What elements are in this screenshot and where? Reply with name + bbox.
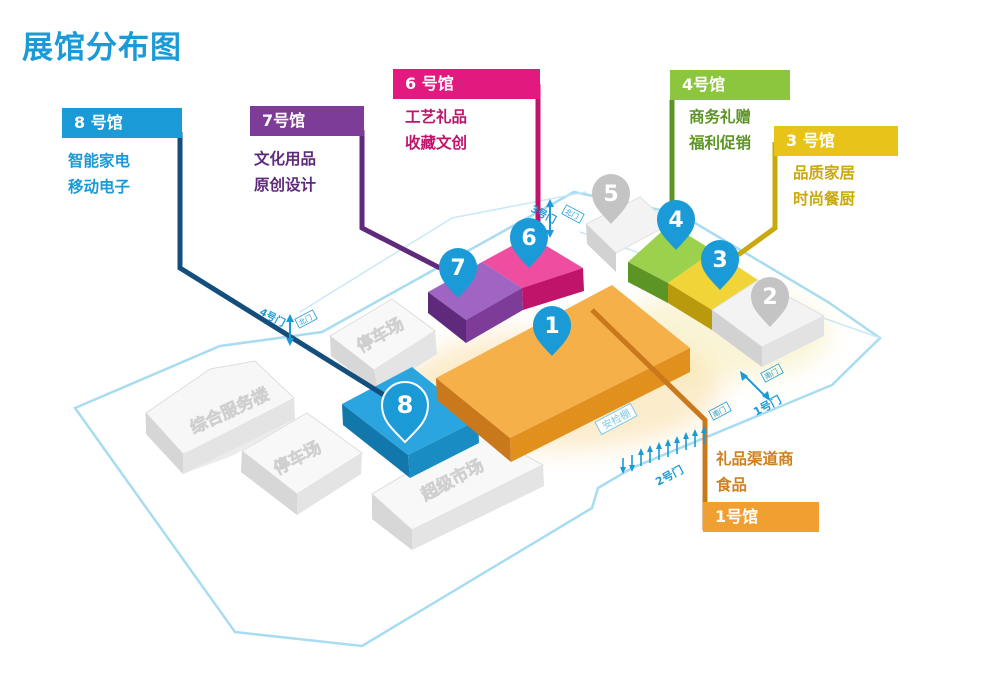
- hall-3-description: 品质家居 时尚餐厨: [793, 160, 855, 212]
- pin-5-number: 5: [603, 182, 618, 207]
- hall-7-building: [428, 262, 523, 343]
- hall-7-line-1: 文化用品: [254, 150, 317, 168]
- hall-7-description: 文化用品 原创设计: [254, 146, 316, 198]
- hall-4-description: 商务礼赠 福利促销: [689, 104, 751, 156]
- pin-8[interactable]: 8: [380, 381, 430, 444]
- pin-1[interactable]: 1: [533, 306, 571, 356]
- hall-8-line-2: 移动电子: [68, 178, 131, 196]
- hall-1-label: 1号馆: [703, 502, 819, 532]
- parking-north: 停车场: [329, 298, 437, 391]
- hall-7-line-2: 原创设计: [254, 176, 317, 194]
- hall-3-line-1: 品质家居: [793, 164, 856, 182]
- hall-3-leader: [736, 142, 778, 258]
- hall-1-leader: [590, 308, 708, 530]
- pin-6-number: 6: [521, 226, 536, 251]
- pin-8-number: 8: [397, 391, 414, 419]
- pin-5[interactable]: 5: [592, 174, 630, 224]
- hall-4-line-2: 福利促销: [689, 134, 752, 152]
- site-boundary: [73, 190, 882, 648]
- hall-6-line-1: 工艺礼品: [405, 108, 468, 126]
- pin-7[interactable]: 7: [439, 248, 477, 298]
- hall-1-line-1: 礼品渠道商: [716, 450, 794, 468]
- pin-4-number: 4: [668, 208, 683, 233]
- service-building: 综合服务楼: [145, 360, 295, 474]
- door-2-label: 2号门: [653, 462, 686, 488]
- hall-6-label: 6 号馆: [393, 69, 540, 99]
- pin-3[interactable]: 3: [701, 240, 739, 290]
- hall-7-label: 7号馆: [250, 106, 364, 136]
- pin-6[interactable]: 6: [510, 218, 548, 268]
- hall-1-line-2: 食品: [716, 476, 748, 494]
- hall-8-label: 8 号馆: [62, 108, 182, 138]
- parking-south: 停车场: [241, 412, 363, 515]
- pin-2[interactable]: 2: [751, 277, 789, 327]
- hall-4-building: [628, 224, 714, 303]
- hall-4-label: 4号馆: [670, 70, 790, 100]
- hall-1-description: 礼品渠道商 食品: [716, 446, 794, 498]
- door-4-tag: 北门: [297, 313, 314, 328]
- hall-6-line-2: 收藏文创: [405, 134, 468, 152]
- hall-4-line-1: 商务礼赠: [689, 108, 752, 126]
- hall-6-description: 工艺礼品 收藏文创: [405, 104, 467, 156]
- hall-3-label: 3 号馆: [774, 126, 898, 156]
- pin-1-number: 1: [544, 314, 559, 339]
- hall-8-line-1: 智能家电: [68, 152, 131, 170]
- pin-2-number: 2: [762, 285, 777, 310]
- pin-4[interactable]: 4: [657, 200, 695, 250]
- pin-3-number: 3: [712, 248, 727, 273]
- door-3-tag: 北门: [564, 207, 581, 222]
- supermarket: 超级市场: [371, 429, 545, 550]
- hall-3-line-2: 时尚餐厨: [793, 190, 856, 208]
- page-title: 展馆分布图: [22, 30, 182, 66]
- hall-8-description: 智能家电 移动电子: [68, 148, 130, 200]
- pin-7-number: 7: [450, 256, 465, 281]
- hall-1-building: [436, 285, 690, 462]
- hall-8-leader: [177, 132, 402, 408]
- hall-7-leader: [359, 130, 442, 271]
